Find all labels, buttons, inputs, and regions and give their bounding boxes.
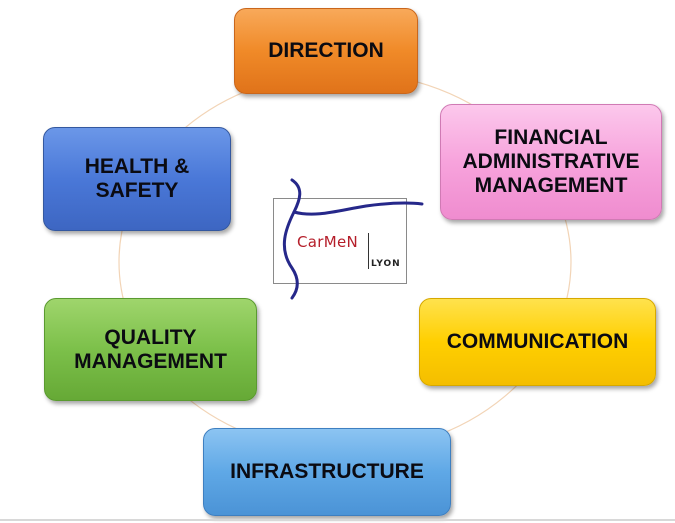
node-communication: COMMUNICATION [419, 298, 656, 386]
node-financial-label-line-2: ADMINISTRATIVE [462, 150, 640, 173]
node-quality-management: QUALITY MANAGEMENT [44, 298, 257, 401]
node-infrastructure: INFRASTRUCTURE [203, 428, 451, 516]
node-financial-label-line-3: MANAGEMENT [474, 174, 628, 197]
node-quality-label-line-1: QUALITY [104, 325, 197, 349]
bottom-divider [0, 519, 675, 521]
node-infrastructure-label: INFRASTRUCTURE [230, 460, 424, 483]
logo-swoosh-icon [282, 178, 424, 300]
logo-city: LYON [371, 259, 401, 269]
node-financial-administrative-management: FINANCIAL ADMINISTRATIVE MANAGEMENT [440, 104, 662, 220]
carmen-lyon-logo: CarMeN LYON [273, 198, 407, 284]
node-health-label-line-2: SAFETY [95, 179, 179, 202]
node-direction: DIRECTION [234, 8, 418, 94]
node-health-safety: HEALTH & SAFETY [43, 127, 231, 231]
logo-divider [368, 233, 369, 269]
node-health-label-line-1: HEALTH & [84, 155, 190, 178]
node-direction-label: DIRECTION [268, 39, 384, 62]
node-financial-label-line-1: FINANCIAL [494, 126, 608, 149]
node-quality-label-line-2: MANAGEMENT [74, 349, 227, 373]
logo-name: CarMeN [297, 233, 359, 251]
node-communication-label: COMMUNICATION [446, 330, 629, 353]
